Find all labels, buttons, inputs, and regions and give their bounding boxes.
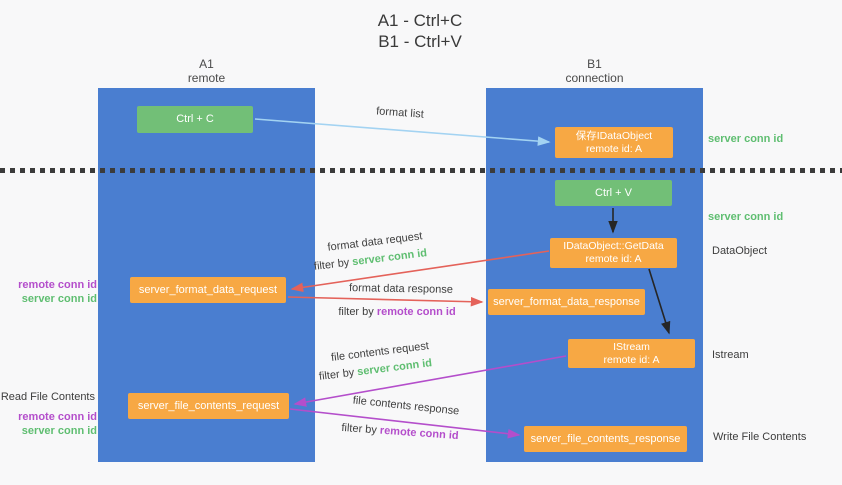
label-istream-side: Istream [712,349,749,361]
column-b1-id: B1 [587,57,602,71]
getdata-remote-id: remote id: A [585,253,642,265]
remote-conn-id-text: remote conn id [379,424,459,443]
column-a1-id: A1 [199,57,214,71]
column-a1-role: remote [187,71,226,85]
label-file-contents-response: file contents response [352,394,460,418]
server-conn-id-left-1: server conn id [21,293,97,305]
node-ctrl-c: Ctrl + C [137,106,253,133]
column-header-b1: B1 connection [534,57,655,85]
getdata-title: IDataObject::GetData [563,240,664,252]
node-idataobject-getdata: IDataObject::GetData remote id: A [550,238,677,268]
title-line-b1: B1 - Ctrl+V [378,32,462,51]
filter-by-text: filter by [338,306,374,318]
istream-title: IStream [613,340,650,353]
label-server-conn-id-right-mid: server conn id [708,211,784,223]
diagram-title: A1 - Ctrl+C B1 - Ctrl+V [320,10,520,52]
save-idataobject-title: 保存IDataObject [575,129,653,142]
istream-remote-id: remote id: A [603,353,660,366]
column-b1-role: connection [565,71,624,85]
server-conn-id-text: server conn id [356,357,433,379]
label-format-data-response: format data response [348,282,454,296]
filter-by-text: filter by [341,421,378,437]
title-line-a1: A1 - Ctrl+C [377,11,463,30]
left-id-cluster-file: remote conn id server conn id [0,410,97,438]
left-id-cluster-format: remote conn id server conn id [0,278,97,306]
label-read-file-contents: Read File Contents [0,391,95,403]
label-server-conn-id-right-top: server conn id [708,133,784,145]
server-conn-id-text: server conn id [351,247,428,269]
label-write-file-contents: Write File Contents [713,431,807,443]
column-header-a1: A1 remote [146,57,267,85]
filter-by-text: filter by [313,256,350,273]
remote-conn-id-left-1: remote conn id [18,279,97,291]
node-server-file-contents-request: server_file_contents_request [128,393,289,419]
remote-conn-id-text: remote conn id [376,306,456,318]
node-server-format-data-request: server_format_data_request [130,277,286,303]
dotted-separator [0,168,842,173]
server-conn-id-left-2: server conn id [21,425,97,437]
label-format-list: format list [375,105,425,121]
node-ctrl-v: Ctrl + V [555,180,672,206]
node-server-format-data-response: server_format_data_response [488,289,645,315]
remote-conn-id-left-2: remote conn id [18,411,97,423]
label-dataobject: DataObject [712,245,768,257]
label-filter-by-remote-conn-id-1: filter by remote conn id [322,306,472,318]
node-server-file-contents-response: server_file_contents_response [524,426,687,452]
filter-by-text: filter by [318,366,355,383]
node-save-idataobject: 保存IDataObject remote id: A [555,127,673,158]
label-filter-by-remote-conn-id-2: filter by remote conn id [325,421,475,443]
arrow-format-data-response [287,296,484,307]
save-idataobject-remote-id: remote id: A [585,142,643,155]
node-istream: IStream remote id: A [568,339,695,368]
